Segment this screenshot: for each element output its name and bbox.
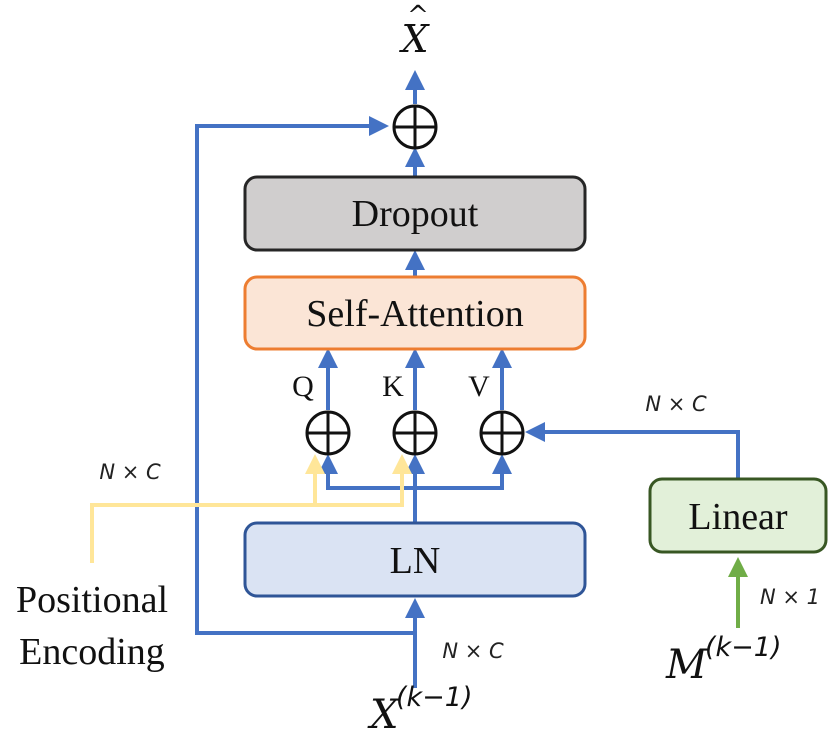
dropout-label: Dropout — [352, 193, 479, 235]
input-x-label: X (k−1) — [367, 682, 473, 738]
input-dim-label: N × C — [442, 639, 504, 663]
positional-encoding-to-k-arrow — [315, 454, 412, 507]
k-label: K — [382, 370, 404, 403]
ln-to-q-branch-line — [318, 454, 415, 490]
mask-m-superscript: (k−1) — [705, 632, 782, 663]
output-x-hat: ^ — [407, 1, 429, 31]
mask-m-label: M (k−1) — [665, 632, 782, 688]
v-sum-node — [479, 410, 525, 456]
linear-label: Linear — [688, 496, 788, 538]
mask-m-base: M — [665, 642, 708, 688]
output-sum-node — [392, 104, 438, 150]
linear-to-v-sum-arrow — [525, 422, 740, 478]
ln-block: LN — [243, 521, 587, 598]
positional-encoding-to-q-arrow — [90, 454, 325, 563]
linear-output-dim-label: N × C — [645, 392, 707, 416]
q-sum-node — [305, 410, 351, 456]
output-x-hat-label: X ^ — [398, 1, 430, 61]
mask-dim-label: N × 1 — [760, 585, 820, 609]
self-attention-label: Self-Attention — [306, 293, 523, 335]
q-label: Q — [292, 370, 314, 403]
ln-to-v-branch-line — [415, 454, 512, 490]
linear-block: Linear — [648, 477, 828, 554]
input-x-superscript: (k−1) — [396, 682, 473, 713]
output-x-base: X — [398, 17, 430, 61]
positional-encoding-dim-label: N × C — [99, 460, 161, 484]
residual-connection-line — [195, 116, 415, 635]
positional-encoding-label-line1: Positional — [16, 579, 168, 621]
input-x-base: X — [367, 692, 400, 738]
positional-encoding-label-line2: Encoding — [19, 631, 165, 673]
k-sum-node — [392, 410, 438, 456]
ln-label: LN — [390, 540, 441, 582]
self-attention-block: Self-Attention — [243, 275, 587, 351]
v-label: V — [468, 370, 490, 403]
dropout-block: Dropout — [243, 175, 587, 252]
